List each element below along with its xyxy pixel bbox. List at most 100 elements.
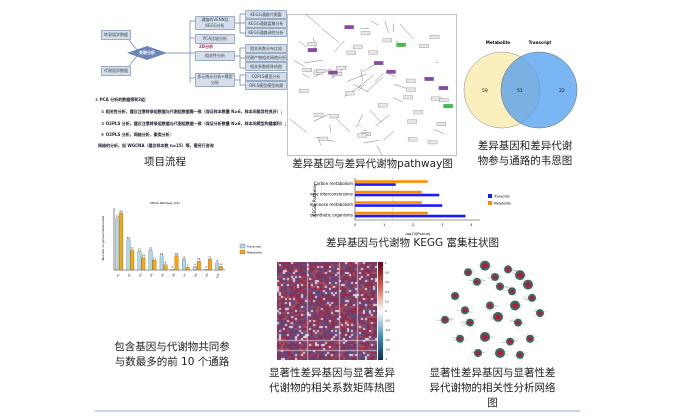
data-label: 14 — [142, 254, 146, 258]
flowchart-figure: 转录组学数据 代谢组学数据 关联分析 通路的VENN及KEGG分析 PCA比较分… — [95, 8, 290, 148]
pathway-edge — [302, 73, 310, 79]
network-caption: 显著性差异基因与显著性差 异代谢物的相关性分析网络图 — [425, 366, 560, 411]
scale-tick: 0.8 — [385, 271, 389, 275]
bar-transcript — [115, 218, 120, 271]
data-label: 58 — [116, 215, 120, 219]
data-label: 8 — [216, 259, 218, 263]
bar-metabolite — [208, 259, 212, 271]
bar-transcript — [215, 262, 220, 271]
correlation-network — [435, 260, 549, 360]
data-label: 64 — [119, 209, 123, 213]
network-hub-node — [466, 270, 470, 275]
pathway-edge — [400, 23, 414, 40]
caption-line: 与数最多的前 10 个通路 — [114, 356, 230, 368]
flow-note-2: ② 相关性分析，建议注意转录组数据与代谢组数据需一致（保证样本数量 N≥6，样本… — [101, 109, 285, 114]
pathway-node — [360, 31, 371, 36]
pathway-node — [302, 67, 312, 72]
caption-line: 差异基因和差异代谢 — [477, 140, 573, 152]
pathway-node — [431, 96, 441, 101]
venn-label-transcript: Transcript — [529, 40, 552, 45]
pathway-node — [345, 91, 355, 96]
x-tick-label: 0 — [354, 223, 356, 227]
category-label: P8 — [193, 273, 198, 278]
flow-box: KEGG通路调控分析 — [245, 28, 287, 37]
data-label: 12 — [182, 255, 186, 259]
pathway-edge — [356, 114, 363, 128]
x-axis-label: -log10(Pvalue) — [405, 232, 431, 236]
pathway-edge — [313, 113, 330, 122]
network-hub-node — [482, 334, 488, 340]
flow-box: 转录组学数据 — [101, 30, 131, 40]
bar-transcript — [204, 268, 208, 271]
data-label: 34 — [127, 236, 131, 240]
pathway-node — [419, 44, 429, 48]
bar-metabolite — [355, 201, 422, 204]
caption-line: 异代谢物的相关性分析网络图 — [429, 382, 556, 409]
data-label: 1 — [172, 265, 174, 269]
pathway-edge — [298, 41, 308, 48]
category-label: P2 — [127, 273, 132, 278]
bar-transcript — [148, 250, 153, 271]
data-label: 10 — [197, 257, 201, 261]
x-tick-label: 4 — [470, 223, 473, 227]
pathway-edge — [371, 20, 379, 26]
x-tick-label: 3 — [441, 223, 443, 227]
category-label: P9 — [204, 273, 209, 278]
network-hub-node — [516, 320, 520, 325]
scale-tick: -0.2 — [385, 319, 390, 323]
flowchart-connectors — [124, 13, 245, 86]
network-hub-node — [488, 303, 492, 308]
flow-note-4: ④ O2PLS 分析，网络分析，聚类分析： — [101, 132, 174, 137]
network-hub-node — [525, 282, 531, 288]
data-label: 6 — [165, 261, 167, 265]
pathway-node — [406, 78, 416, 83]
pathway-edge — [335, 117, 351, 133]
center-diamond — [127, 46, 167, 60]
pathway-edge — [334, 40, 345, 52]
pathway-edge — [293, 60, 305, 67]
pathway-node — [374, 61, 384, 66]
pathway-node — [328, 70, 338, 75]
venn-count: 51 — [517, 88, 523, 94]
pathway-node — [346, 50, 356, 55]
bottom-divider — [95, 410, 580, 412]
data-label: 11 — [153, 256, 157, 260]
bar-metabolite — [355, 190, 422, 194]
pathway-node — [336, 65, 346, 70]
category-label: P7 — [182, 273, 187, 278]
scale-tick: 0.2 — [385, 299, 389, 303]
venn-count: 22 — [559, 88, 565, 94]
scale-tick: -0.4 — [385, 328, 390, 332]
pathway-edge — [366, 76, 383, 93]
pathway-edge — [357, 84, 365, 91]
pathway-node — [438, 86, 449, 90]
network-hub-node — [476, 351, 480, 355]
pathway-node — [382, 38, 392, 43]
category-label: Pentose and glucuronate interconversions — [310, 191, 353, 196]
bar-metabolite — [174, 255, 179, 271]
category-label: P4 — [149, 273, 154, 278]
flow-box: OPLS模型模型构建 — [245, 81, 287, 90]
network-hub-node — [463, 308, 467, 313]
caption-line: 代谢物的相关系数矩阵热图 — [269, 382, 395, 394]
pathway-edge — [433, 129, 445, 134]
bar-metabolite — [219, 266, 223, 271]
pathway-edge — [376, 145, 383, 156]
flow-box: KEGG通路代谢富 — [245, 10, 287, 19]
data-label: 22 — [149, 247, 153, 251]
pathway-frame — [287, 14, 457, 156]
network-hub-node — [518, 353, 522, 357]
network-hub-node — [482, 263, 488, 269]
pathway-edge — [363, 129, 367, 132]
pathway-node — [407, 137, 418, 142]
data-label: 22 — [131, 247, 135, 251]
category-label: P5 — [160, 273, 165, 278]
scale-bar — [378, 262, 383, 360]
scale-tick: 0.6 — [385, 280, 389, 284]
pathway-node — [368, 50, 378, 55]
bar-transcript — [355, 204, 443, 207]
y-axis-label: Number of genes/metabolites — [101, 215, 105, 260]
pathway-edge — [353, 84, 369, 93]
pathway-edge — [384, 21, 389, 33]
network-hub-node — [538, 311, 542, 315]
